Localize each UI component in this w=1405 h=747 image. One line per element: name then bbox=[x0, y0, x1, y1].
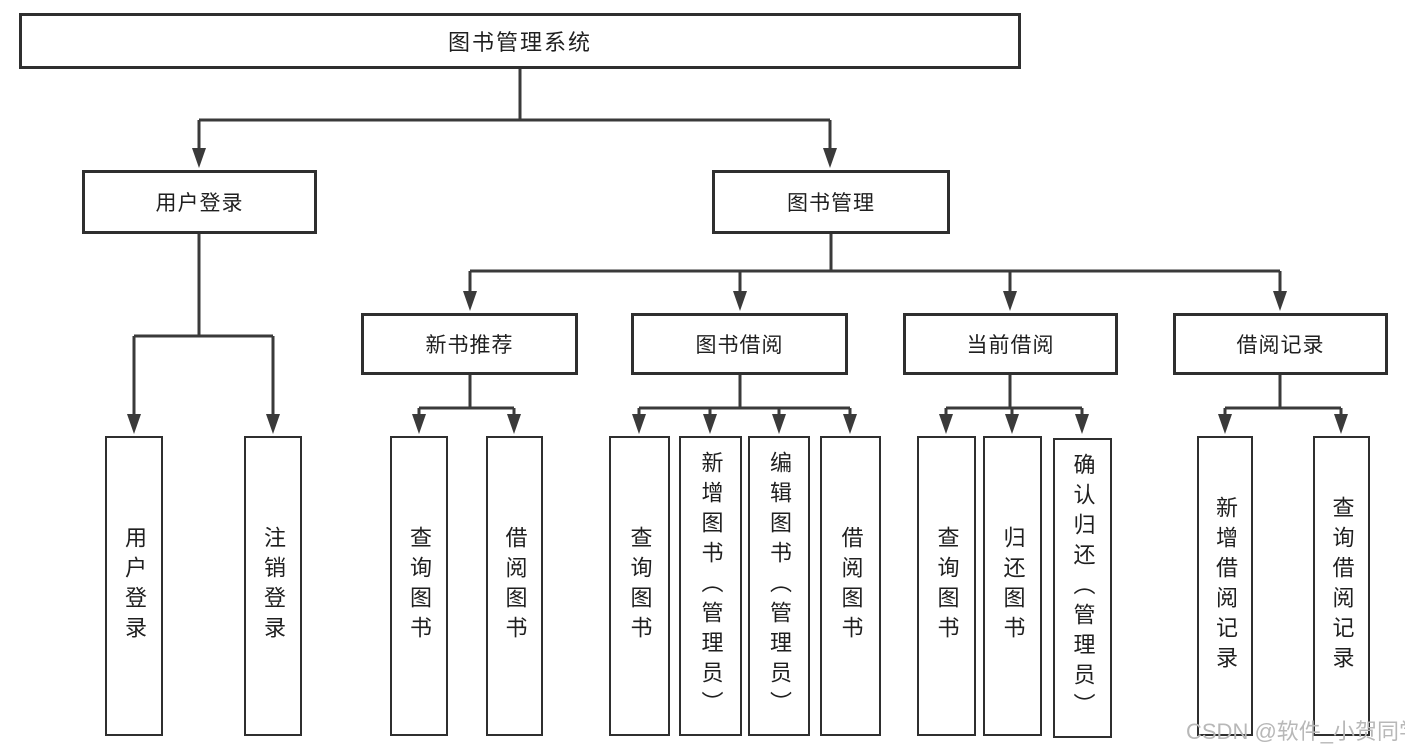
leaf-borrow-books-2: 借阅图书 bbox=[820, 436, 881, 736]
arrowheads bbox=[127, 148, 1348, 434]
node-book-management: 图书管理 bbox=[712, 170, 950, 234]
leaf-add-books-admin: 新增图书（管理员） bbox=[679, 436, 742, 736]
node-user-login: 用户登录 bbox=[82, 170, 317, 234]
node-book-borrow: 图书借阅 bbox=[631, 313, 848, 375]
leaf-logout: 注销登录 bbox=[244, 436, 302, 736]
leaf-return-books: 归还图书 bbox=[983, 436, 1042, 736]
csdn-watermark: CSDN @软件_小贺同学 bbox=[1186, 719, 1405, 744]
node-library-management-system: 图书管理系统 bbox=[19, 13, 1021, 69]
leaf-confirm-return-admin: 确认归还（管理员） bbox=[1053, 438, 1112, 738]
leaf-query-books: 查询图书 bbox=[390, 436, 448, 736]
leaf-borrow-books: 借阅图书 bbox=[486, 436, 543, 736]
node-borrow-records: 借阅记录 bbox=[1173, 313, 1388, 375]
node-current-borrow: 当前借阅 bbox=[903, 313, 1118, 375]
leaf-query-books-2: 查询图书 bbox=[609, 436, 670, 736]
node-new-book-recommend: 新书推荐 bbox=[361, 313, 578, 375]
leaf-query-books-3: 查询图书 bbox=[917, 436, 976, 736]
leaf-edit-books-admin: 编辑图书（管理员） bbox=[748, 436, 810, 736]
leaf-add-borrow-record: 新增借阅记录 bbox=[1197, 436, 1253, 736]
leaf-query-borrow-record: 查询借阅记录 bbox=[1313, 436, 1370, 736]
leaf-user-login: 用户登录 bbox=[105, 436, 163, 736]
